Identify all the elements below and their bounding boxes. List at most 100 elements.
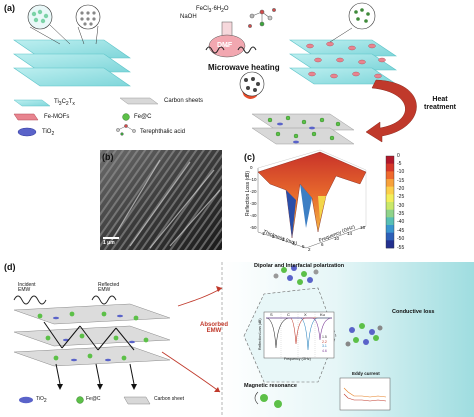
mechanism-magnetic-label: Magnetic resonance xyxy=(244,383,297,389)
colorbar-segment xyxy=(386,179,394,187)
inset-legend-entry: 1.5 xyxy=(322,335,327,339)
inset-legend-entry: 2.2 xyxy=(322,339,327,344)
heat-treatment-arrow xyxy=(365,79,417,143)
conductive-cluster xyxy=(345,323,383,347)
reflected-wave xyxy=(91,295,117,305)
inset-legend-entry: 3.1 xyxy=(322,344,327,348)
colorbar-segment xyxy=(386,240,394,249)
absorber-stack xyxy=(13,303,171,390)
inset-legend-entry: 4.6 xyxy=(322,348,327,353)
inset-eddy-chart xyxy=(339,377,391,411)
legend-ti3c2tx-swatch xyxy=(13,99,51,107)
legend-terephthalic-icon xyxy=(116,124,136,136)
microwave-heating-label: Microwave heating xyxy=(208,63,280,72)
inset-band-label: Ku xyxy=(320,312,325,317)
colorbar-segment xyxy=(386,186,394,195)
z-tick-label: -30 xyxy=(250,201,257,206)
terephthalic-molecule-icon xyxy=(248,8,276,28)
z-tick-label: -50 xyxy=(250,225,257,230)
microwave-icon xyxy=(205,46,225,54)
colorbar-tick-label: -55 xyxy=(397,244,405,251)
colorbar-tick-label: -35 xyxy=(397,211,405,218)
inset-y-label: Reflection Loss (dB) xyxy=(258,318,262,350)
colorbar-tick-label: -10 xyxy=(397,169,405,176)
panel-label-b: (b) xyxy=(102,152,114,162)
carbon-fe-stack xyxy=(251,113,355,145)
x-tick-label: 3 xyxy=(282,237,285,243)
panel-d xyxy=(13,262,474,417)
inset-band-label: X xyxy=(304,312,307,317)
colorbar-segment xyxy=(386,163,394,172)
panel-label-a: (a) xyxy=(4,3,15,13)
colorbar-tick-label: -30 xyxy=(397,202,405,209)
z-tick-label: -10 xyxy=(250,177,257,182)
zoom-circle-lattice xyxy=(75,4,101,30)
mechanism-eddy-label: Eddy current xyxy=(352,371,380,376)
z-tick-label: -20 xyxy=(250,189,257,194)
panel-b-sem-image xyxy=(100,150,222,250)
legend-d-fec-swatch xyxy=(76,396,84,404)
colorbar-tick-label: -15 xyxy=(397,177,405,184)
mechanism-dipolar-label: Dipolar and Interfacial polarization xyxy=(254,263,345,269)
y-tick-label: 18 xyxy=(360,225,366,230)
legend-femofs-label: Fe-MOFs xyxy=(44,114,70,120)
z-tick-label: 0 xyxy=(250,165,253,170)
colorbar-tick-label: -50 xyxy=(397,236,405,243)
colorbar-tick-label: 0 xyxy=(397,152,400,159)
legend-d-tio2-label: TiO2 xyxy=(36,396,47,404)
colorbar-tick-label: -40 xyxy=(397,219,405,226)
legend-d-carbon-label: Carbon sheet xyxy=(154,396,185,402)
reflected-to-mechanism-arrow xyxy=(177,287,223,307)
legend-d-carbon-swatch xyxy=(123,396,151,405)
colorbar-tick-label: -45 xyxy=(397,227,405,234)
colorbar-tick-label: -5 xyxy=(397,160,402,167)
colorbar-segment xyxy=(386,217,394,226)
absorbed-to-mechanism-arrow xyxy=(161,351,221,393)
x-tick-label: 4 xyxy=(292,240,295,246)
legend-tio2-swatch xyxy=(17,127,37,137)
magnetic-resonance-icon xyxy=(254,391,282,408)
dipolar-cluster xyxy=(273,265,319,285)
y-tick-label: 2 xyxy=(308,247,311,252)
x-tick-label: 2 xyxy=(272,234,275,240)
colorbar-segment xyxy=(386,194,394,203)
colorbar-segment xyxy=(386,209,394,218)
mxene-mof-stack xyxy=(289,39,397,85)
colorbar-segment xyxy=(386,232,394,241)
legend-ti3c2tx-label: Ti3C2Tx xyxy=(54,99,75,107)
legend-carbon-swatch xyxy=(119,97,159,105)
reagent-fecl3-label: FeCl3·6H2O xyxy=(196,6,229,14)
panel-label-d: (d) xyxy=(4,262,16,272)
legend-d-fec-label: Fe@C xyxy=(86,396,101,402)
inset-rl-chart xyxy=(263,311,335,359)
colorbar-segment xyxy=(386,171,394,180)
colorbar-segment xyxy=(386,225,394,233)
y-tick-label: 6 xyxy=(321,241,324,247)
legend-fec-swatch xyxy=(122,113,130,121)
x-tick-label: 5 xyxy=(302,243,305,249)
legend-fec-label: Fe@C xyxy=(134,114,152,120)
y-tick-label: 14 xyxy=(347,230,353,236)
ti3c2tx-stack xyxy=(13,39,131,87)
dmf-label: DMF xyxy=(217,42,233,49)
incident-wave xyxy=(13,295,47,305)
reaction-flask xyxy=(208,21,246,58)
mechanism-conductive-label: Conductive loss xyxy=(392,309,435,315)
panel-label-c: (c) xyxy=(244,152,255,162)
colorbar xyxy=(385,155,395,249)
scale-bar-label: 1 μm xyxy=(103,240,115,246)
inset-band-label: S xyxy=(270,312,273,317)
zoom-circle-carbon xyxy=(239,71,265,97)
zoom-circle-mxene xyxy=(27,4,53,30)
legend-femofs-swatch xyxy=(13,113,39,121)
inset-band-label: C xyxy=(287,312,290,317)
legend-terephthalic-label: Terephthalic acid xyxy=(140,129,186,135)
legend-carbon-sheets-label: Carbon sheets xyxy=(164,98,204,104)
y-tick-label: 10 xyxy=(334,236,340,241)
legend-d-tio2-swatch xyxy=(19,396,33,404)
panel-a xyxy=(13,2,417,145)
